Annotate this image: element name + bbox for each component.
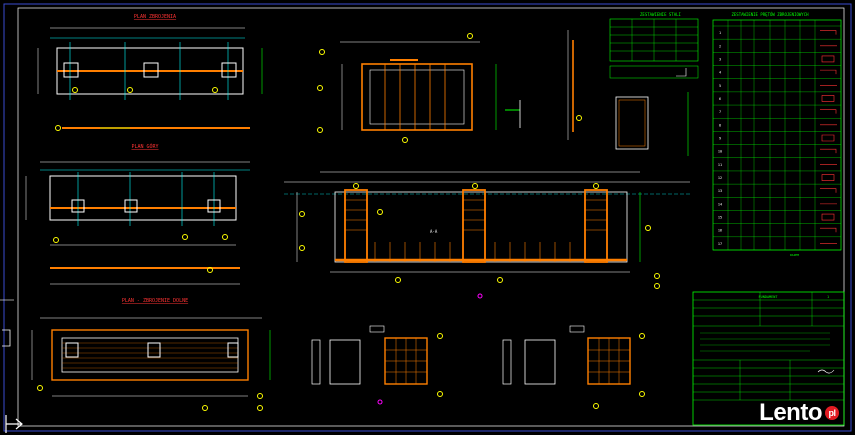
schedule-row-number: 3 <box>719 57 721 61</box>
plan-mid-title: PLAN GÓRY <box>131 143 158 150</box>
schedule-row-number: 14 <box>718 202 722 206</box>
steel-summary-table[interactable]: ZESTAWIENIE STALI <box>609 12 699 79</box>
plan-bottom-footing-outer <box>51 329 249 381</box>
schedule-row-number: 9 <box>719 137 721 141</box>
watermark-suffix: pl <box>825 406 839 420</box>
main-beam-outline <box>334 191 628 263</box>
plan-mid-view[interactable]: PLAN GÓRY <box>25 143 250 285</box>
schedule-bar-shape <box>820 188 837 193</box>
plan-bottom-view[interactable]: PLAN - ZBROJENIE DOLNE <box>31 298 271 411</box>
schedule-bar-shape <box>821 213 835 221</box>
schedule-bar-shape <box>821 134 835 142</box>
schedule-row-number: 17 <box>718 242 722 246</box>
schedule-row-number: 8 <box>719 123 721 127</box>
bar-detail-vertical <box>567 30 689 156</box>
lento-watermark: Lento pl <box>759 399 839 427</box>
column-section-left[interactable] <box>311 325 443 405</box>
navigation-arrow-icon[interactable] <box>4 413 24 435</box>
title-block-sheet: 1 <box>827 295 829 299</box>
bar-schedule-table[interactable]: ZESTAWIENIE PRĘTÓW ZBROJENIOWYCH 1234567… <box>712 12 842 257</box>
schedule-row-number: 6 <box>719 97 721 101</box>
left-edge-marker <box>2 329 11 347</box>
plan-top-view[interactable]: PLAN ZBROJENIA <box>37 14 263 131</box>
sheet-inner-frame <box>17 7 845 427</box>
schedule-row-number: 10 <box>718 150 722 154</box>
schedule-row-number: 16 <box>718 229 722 233</box>
title-block-title: FUNDAMENT <box>759 295 779 299</box>
schedule-bar-shape <box>820 69 837 75</box>
plan-mid-footing <box>49 175 237 221</box>
schedule-bar-shape <box>820 148 837 154</box>
schedule-row-number: 7 <box>719 110 721 114</box>
bar-schedule-total: RAZEM <box>790 253 799 257</box>
schedule-row-number: 13 <box>718 189 722 193</box>
sheet-frame <box>3 3 852 432</box>
schedule-row-number: 1 <box>719 31 721 35</box>
schedule-bar-shape <box>820 109 837 114</box>
schedule-bar-shape <box>820 227 837 233</box>
watermark-brand: Lento <box>759 399 822 426</box>
schedule-row-number: 4 <box>719 71 721 75</box>
main-section-view[interactable]: A-A <box>284 171 690 299</box>
schedule-bar-shape <box>821 55 835 63</box>
schedule-row-number: 15 <box>718 216 722 220</box>
main-section-label: A-A <box>430 229 438 234</box>
bar-schedule-title: ZESTAWIENIE PRĘTÓW ZBROJENIOWYCH <box>731 12 809 17</box>
schedule-bar-shape <box>821 95 835 102</box>
schedule-bar-shape <box>821 174 835 181</box>
plan-bottom-title: PLAN - ZBROJENIE DOLNE <box>122 298 188 304</box>
schedule-row-number: 12 <box>718 176 722 180</box>
title-block[interactable]: FUNDAMENT 1 <box>692 291 845 426</box>
steel-summary-title: ZESTAWIENIE STALI <box>640 12 682 17</box>
schedule-row-number: 5 <box>719 84 721 88</box>
schedule-row-number: 11 <box>718 163 722 167</box>
plan-top-title: PLAN ZBROJENIA <box>134 14 176 20</box>
section-detail-top[interactable] <box>317 33 521 143</box>
schedule-bar-shape <box>820 30 837 35</box>
column-section-right[interactable] <box>502 325 645 409</box>
schedule-row-number: 2 <box>719 44 721 48</box>
